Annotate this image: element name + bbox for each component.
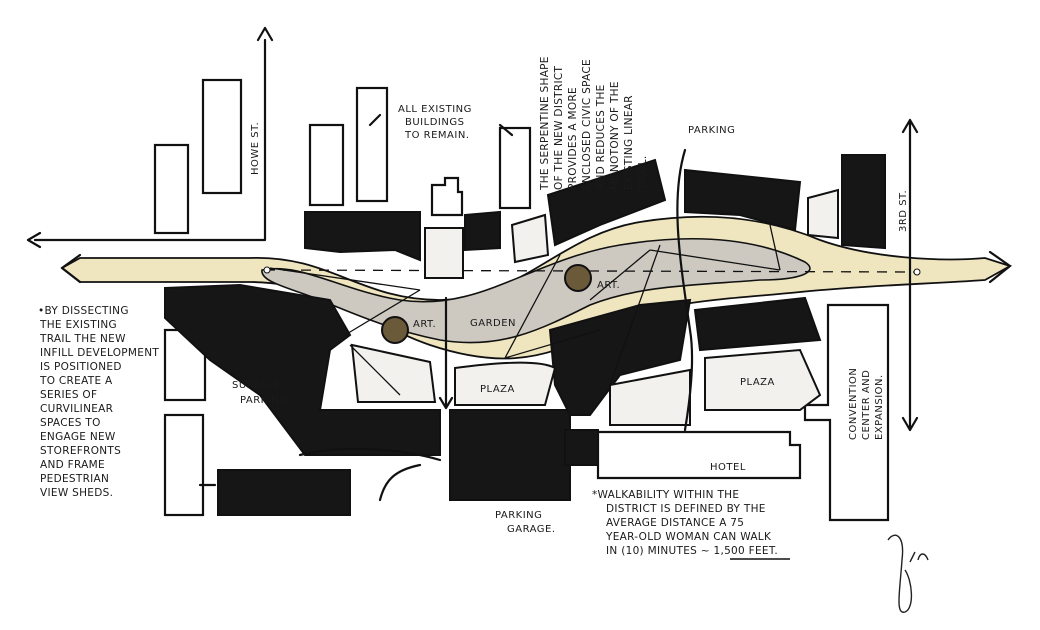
note-line: THE EXISTING xyxy=(39,319,117,331)
existing-building xyxy=(153,143,190,235)
hotel-label: HOTEL xyxy=(710,462,746,473)
parking-garage-label-1: PARKING xyxy=(495,510,542,521)
new-building xyxy=(841,154,886,250)
note-line: YEAR-OLD WOMAN CAN WALK xyxy=(605,531,772,543)
trail-node xyxy=(913,268,921,276)
new-building xyxy=(304,211,421,262)
plaza-right-label: PLAZA xyxy=(740,377,775,388)
existing-building xyxy=(355,86,389,203)
plaza-area xyxy=(454,361,557,406)
new-building xyxy=(684,168,802,232)
third-street-label: 3RD ST. xyxy=(898,190,909,232)
note-line: ENGAGE NEW xyxy=(40,431,116,443)
convention-label-2: CENTER AND xyxy=(861,370,872,440)
note-line: VIEW SHEDS. xyxy=(40,487,113,499)
arrow-icon xyxy=(298,447,442,502)
trail-node xyxy=(263,266,271,274)
dissecting-note: •BY DISSECTING THE EXISTING TRAIL THE NE… xyxy=(38,305,159,499)
hotel-building xyxy=(596,430,802,480)
howe-street-line xyxy=(33,38,267,242)
arrow-icon xyxy=(438,296,454,410)
note-line: •BY DISSECTING xyxy=(38,305,129,317)
note-line: TO CREATE A xyxy=(39,375,113,387)
note-line: STOREFRONTS xyxy=(40,445,121,457)
plaza-area xyxy=(807,188,839,240)
note-line: *WALKABILITY WITHIN THE xyxy=(592,489,739,501)
art-node-icon xyxy=(564,264,592,292)
existing-buildings-label-1: ALL EXISTING xyxy=(398,104,472,115)
note-line: PROVIDES A MORE xyxy=(567,87,579,190)
note-line: INFILL DEVELOPMENT xyxy=(40,347,159,359)
existing-building xyxy=(498,126,532,210)
note-line: AND REDUCES THE xyxy=(595,84,607,190)
plaza-center-label: PLAZA xyxy=(480,384,515,395)
new-building xyxy=(693,296,822,352)
note-line: MONOTONY OF THE xyxy=(609,81,621,190)
existing-building xyxy=(430,176,464,217)
plaza-area xyxy=(704,348,822,411)
note-line: THE SERPENTINE SHAPE xyxy=(539,56,551,191)
note-line: TRAIL. xyxy=(637,155,649,191)
note-line: SPACES TO xyxy=(40,417,101,429)
note-line: TRAIL THE NEW xyxy=(39,333,126,345)
circulation-lines xyxy=(269,224,781,396)
plaza-area xyxy=(424,227,464,279)
note-line: PEDESTRIAN xyxy=(40,473,109,485)
howe-street-label: HOWE ST. xyxy=(250,122,261,175)
existing-building xyxy=(163,413,205,517)
street-arrow-icon xyxy=(26,26,274,249)
note-line: CURVILINEAR xyxy=(40,403,113,415)
note-line: ENCLOSED CIVIC SPACE xyxy=(581,59,593,190)
parking-garage-label-2: GARAGE. xyxy=(507,524,556,535)
garage-building xyxy=(449,409,571,501)
parking-top-label: PARKING xyxy=(688,125,735,136)
plaza-area xyxy=(510,213,550,264)
note-line: AND FRAME xyxy=(40,459,105,471)
new-building xyxy=(464,210,501,252)
note-line: EXISTING LINEAR xyxy=(623,95,635,190)
surface-parking-label-2: PARKING xyxy=(240,395,287,406)
existing-building xyxy=(308,123,345,207)
surface-parking-label-1: SURFACE xyxy=(232,380,281,391)
plaza-area xyxy=(350,343,437,403)
art-left-label: ART. xyxy=(413,319,436,330)
new-building xyxy=(164,283,441,456)
parking-arrow xyxy=(676,148,694,432)
new-building xyxy=(217,469,351,516)
garden-label: GARDEN xyxy=(470,318,516,329)
new-building xyxy=(546,158,667,247)
existing-buildings-label-3: TO REMAIN. xyxy=(404,130,470,141)
serpentine-note: THE SERPENTINE SHAPE OF THE NEW DISTRICT… xyxy=(539,56,649,191)
signature xyxy=(887,534,929,613)
existing-building xyxy=(201,78,243,195)
arrow-icon xyxy=(198,113,514,487)
note-line: AVERAGE DISTANCE A 75 xyxy=(606,517,744,529)
new-building xyxy=(564,429,599,466)
note-line: OF THE NEW DISTRICT xyxy=(553,65,565,190)
trail-end-arrow-icon xyxy=(60,250,1012,284)
art-right-label: ART. xyxy=(597,280,620,291)
note-line: IS POSITIONED xyxy=(40,361,122,373)
note-line: DISTRICT IS DEFINED BY THE xyxy=(606,503,766,515)
note-line: IN (10) MINUTES ~ 1,500 FEET. xyxy=(606,545,778,557)
convention-center-building xyxy=(803,303,890,522)
third-street-line xyxy=(901,118,919,432)
convention-label-3: EXPANSION. xyxy=(874,374,885,440)
convention-label-1: CONVENTION xyxy=(848,368,859,440)
plaza-area xyxy=(609,368,691,426)
existing-buildings-label-2: BUILDINGS xyxy=(405,117,464,128)
note-line: SERIES OF xyxy=(40,389,97,401)
art-node-icon xyxy=(381,316,409,344)
walkability-note: *WALKABILITY WITHIN THE DISTRICT IS DEFI… xyxy=(592,489,790,560)
